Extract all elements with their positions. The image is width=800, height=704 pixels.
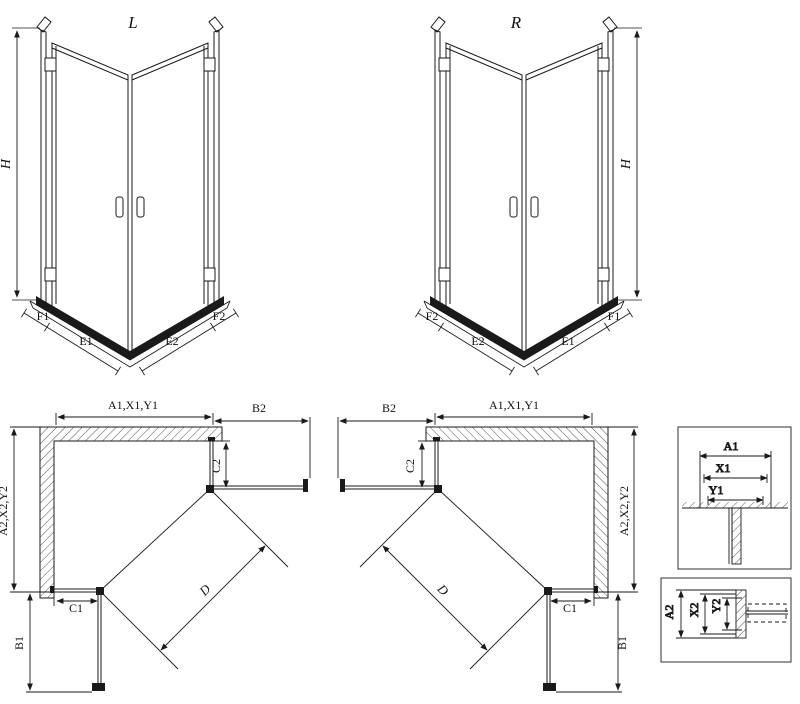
dim-label-b2-left: B2 <box>252 401 266 415</box>
plan-view-right: A1,X1,Y1 B2 C2 A2,X2,Y2 B1 C1 D <box>338 398 638 692</box>
detail-dim-x2: X2 <box>687 603 701 618</box>
dim-label-c1-left: C1 <box>69 601 83 615</box>
dim-label-f1-left: F1 <box>37 309 50 323</box>
dim-label-e1-right: E1 <box>561 334 574 348</box>
dim-label-f2-right: F2 <box>426 309 439 323</box>
front-view-left: L H F1 E1 E2 F2 <box>0 13 239 375</box>
dim-label-b1-right: B1 <box>615 636 629 650</box>
view-l-title: L <box>127 13 137 32</box>
dim-label-c1-right: C1 <box>563 601 577 615</box>
detail-top-extension-lines <box>699 451 772 508</box>
detail-top-border <box>677 426 792 570</box>
dim-label-a2x2y2-right: A2,X2,Y2 <box>617 486 631 536</box>
view-r-title: R <box>510 13 522 32</box>
detail-dim-y2: Y2 <box>709 599 723 614</box>
detail-bottom-border <box>660 577 792 663</box>
dim-label-c2-left: C2 <box>209 459 223 473</box>
dim-label-e2-left: E2 <box>165 334 178 348</box>
detail-dim-y1: Y1 <box>709 483 724 497</box>
dim-label-f2-left: F2 <box>213 309 226 323</box>
detail-dim-a2: A2 <box>662 605 676 620</box>
detail-top-section <box>682 502 788 565</box>
plan-view-left: A1,X1,Y1 B2 C2 A2,X2,Y2 B1 C1 D <box>0 398 310 692</box>
dim-label-h-left: H <box>0 158 14 170</box>
dim-label-b2-right: B2 <box>382 401 396 415</box>
dim-label-d-right: D <box>434 580 452 598</box>
detail-bottom-section <box>735 589 788 639</box>
detail-dim-x1: X1 <box>716 461 731 475</box>
dim-label-h-right: H <box>619 158 634 170</box>
dim-label-a1x1y1-left: A1,X1,Y1 <box>108 398 158 412</box>
dim-label-a2x2y2-left: A2,X2,Y2 <box>0 486 10 536</box>
dim-label-d-left: D <box>195 581 213 599</box>
dim-label-c2-right: C2 <box>403 459 417 473</box>
front-view-right: R H F2 E2 E1 F1 <box>415 13 642 375</box>
detail-dim-a1: A1 <box>724 439 739 453</box>
detail-bottom-profile: A2 X2 Y2 <box>660 577 792 663</box>
detail-top-profile: A1 X1 Y1 <box>677 426 792 570</box>
dim-label-b1-left: B1 <box>12 636 26 650</box>
dim-label-e2-right: E2 <box>471 334 484 348</box>
dim-label-f1-right: F1 <box>608 309 621 323</box>
dim-label-e1-left: E1 <box>79 334 92 348</box>
dim-label-a1x1y1-right: A1,X1,Y1 <box>489 398 539 412</box>
